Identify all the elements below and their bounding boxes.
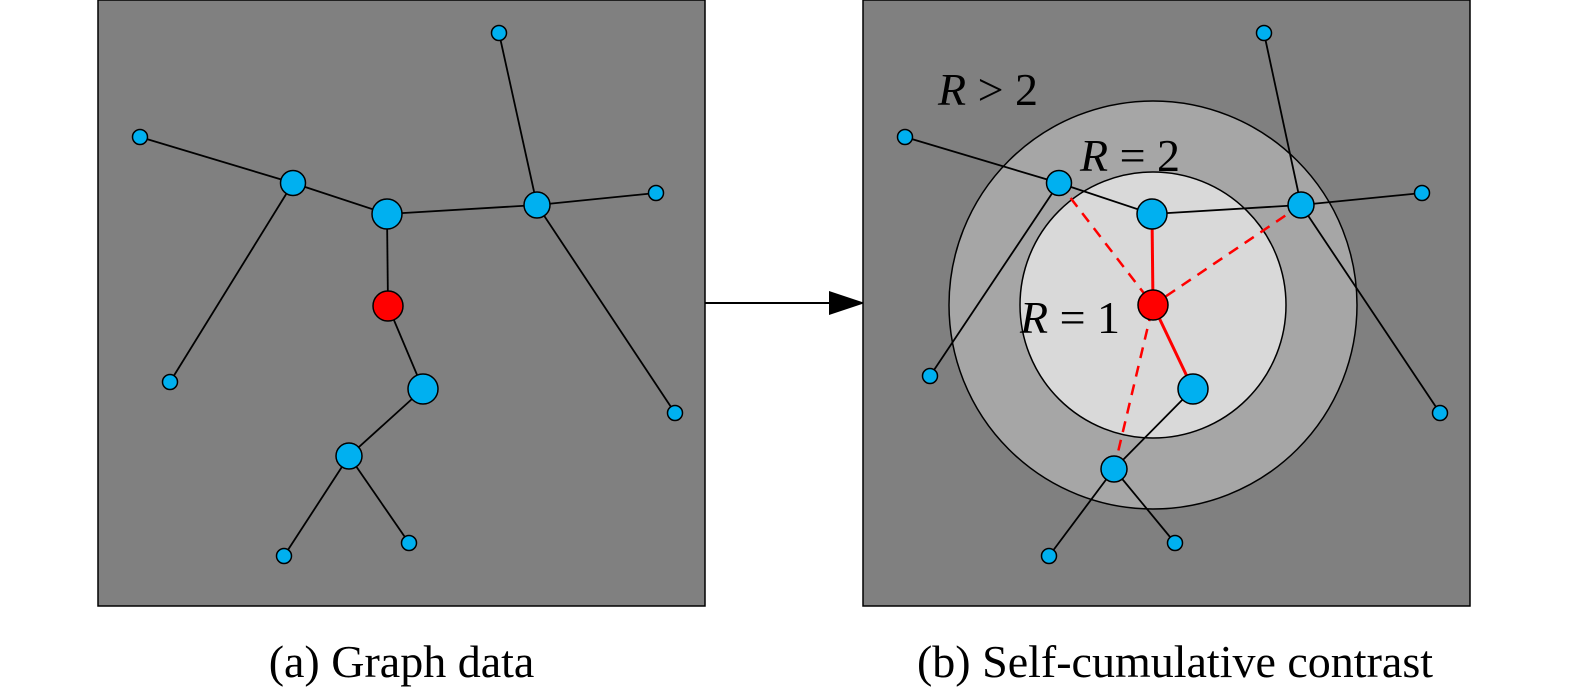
graph-edge bbox=[1300, 204, 1441, 414]
graph-edge bbox=[1300, 192, 1423, 206]
graph-edge bbox=[348, 455, 410, 544]
graph-edge bbox=[386, 204, 538, 215]
graph-node-small bbox=[131, 128, 149, 146]
graph-edge bbox=[348, 388, 424, 457]
graph-node-small bbox=[666, 404, 684, 422]
graph-edge bbox=[1263, 32, 1302, 206]
cumulative-edge-dashed bbox=[1058, 182, 1154, 306]
ring-label-middle-var: R bbox=[1079, 130, 1108, 181]
caption-graph-data: (a) Graph data bbox=[268, 636, 535, 687]
graph-edge bbox=[904, 136, 1060, 184]
cumulative-edge-dashed bbox=[1112, 304, 1155, 470]
graph-node-medium bbox=[335, 442, 363, 470]
graph-node-medium bbox=[1287, 191, 1315, 219]
graph-node-small bbox=[921, 367, 939, 385]
graph-edge bbox=[536, 192, 657, 206]
center-node bbox=[1137, 289, 1169, 321]
graph-node-small bbox=[400, 534, 418, 552]
panel-graph-data bbox=[97, 0, 706, 607]
graph-node-small bbox=[1040, 547, 1058, 565]
graph-edge bbox=[1048, 468, 1115, 557]
panel-a-nodes bbox=[131, 24, 684, 565]
ring-label-middle-rest: = 2 bbox=[1108, 130, 1180, 181]
cumulative-edge-dashed bbox=[1152, 203, 1302, 307]
graph-node-small bbox=[490, 24, 508, 42]
ring-label-inner-rest: = 1 bbox=[1048, 292, 1120, 343]
graph-node-medium bbox=[523, 191, 551, 219]
graph-node-small bbox=[275, 547, 293, 565]
graph-node-large bbox=[1136, 198, 1168, 230]
graph-node-medium bbox=[1045, 169, 1073, 197]
graph-node-medium bbox=[279, 169, 307, 197]
graph-node-small bbox=[1255, 24, 1273, 42]
graph-node-small bbox=[1413, 184, 1431, 202]
graph-node-large bbox=[371, 198, 403, 230]
ring-label-middle: R = 2 bbox=[1079, 130, 1180, 181]
panel-b-edges bbox=[904, 32, 1441, 557]
ring-label-outer-var: R bbox=[937, 64, 966, 115]
center-node bbox=[372, 290, 404, 322]
graph-edge bbox=[169, 182, 294, 383]
graph-node-small bbox=[161, 373, 179, 391]
graph-node-small bbox=[1431, 404, 1449, 422]
graph-edge bbox=[292, 182, 388, 215]
panel-self-cumulative-contrast: R > 2 R = 2 R = 1 bbox=[862, 0, 1471, 607]
graph-edge bbox=[536, 204, 676, 414]
panel-b-nodes bbox=[896, 24, 1449, 565]
caption-self-cumulative-contrast: (b) Self-cumulative contrast bbox=[916, 636, 1434, 687]
graph-edge bbox=[1151, 204, 1302, 215]
ring-label-inner-var: R bbox=[1019, 292, 1048, 343]
ring-label-outer: R > 2 bbox=[937, 64, 1038, 115]
graph-edge bbox=[139, 136, 294, 184]
graph-node-small bbox=[647, 184, 665, 202]
graph-edge bbox=[1113, 388, 1194, 470]
graph-node-large bbox=[407, 373, 439, 405]
graph-node-large bbox=[1177, 373, 1209, 405]
ring-label-outer-rest: > 2 bbox=[966, 64, 1038, 115]
graph-edge bbox=[1113, 468, 1176, 544]
graph-node-small bbox=[896, 128, 914, 146]
ring-label-inner: R = 1 bbox=[1019, 292, 1120, 343]
graph-edge bbox=[1058, 182, 1153, 215]
graph-edge bbox=[498, 32, 538, 206]
graph-node-small bbox=[1166, 534, 1184, 552]
graph-node-medium bbox=[1100, 455, 1128, 483]
graph-edge bbox=[283, 455, 350, 557]
graph-edge bbox=[929, 182, 1060, 377]
